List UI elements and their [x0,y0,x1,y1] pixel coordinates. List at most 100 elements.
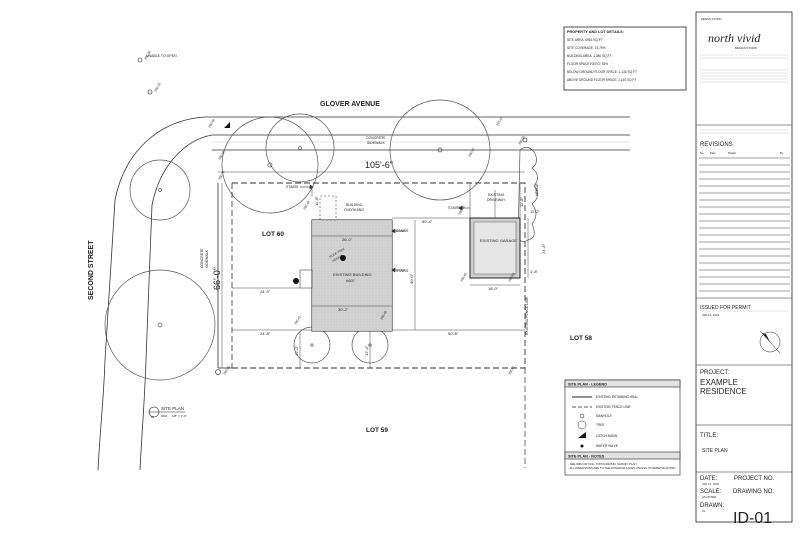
title-block: DESIGN STUDIO north vivid DESIGN STUDIO … [695,11,793,527]
manhole-icon [215,369,221,375]
notes-title: SITE PLAN - NOTES [568,455,605,459]
overhang-label-2: OVERHANG [344,208,364,212]
sidewalk-left-label-1: CONCRETE [200,248,204,268]
svg-text:291.07: 291.07 [495,116,503,127]
dim-garage-side: 11'-2" [530,209,540,214]
stairs-label-3: STAIRS [396,269,409,273]
tree-left-large [104,269,216,381]
project-name-2: RESIDENCE [700,387,747,396]
dim-garage-side2: 1'-8" [530,269,539,274]
svg-text:PROJECT:: PROJECT: [700,370,729,376]
property-details-box: PROPERTY AND LOT DETAILS: SITE AREA: 696… [563,26,687,91]
tree-top-left [221,116,319,214]
dim-left-setback2: 24'-8" [260,331,271,336]
svg-text:290.66: 290.66 [207,118,215,129]
dim-bld-width: 26'-0" [342,237,353,242]
svg-text:Date: Date [710,151,716,155]
svg-text:290.48: 290.48 [302,200,310,211]
dim-rear: 50'-8" [448,331,459,336]
svg-text:290.42: 290.42 [293,315,301,326]
issued-label: ISSUED FOR PERMIT [700,305,751,311]
svg-text:- SEE IDB FOR FULL TOPOGRAPHIC: - SEE IDB FOR FULL TOPOGRAPHIC SURVEY PL… [568,462,637,466]
svg-text:DRAWN:: DRAWN: [700,503,724,509]
unable-to-open-label: UNABLE TO OPEN [146,54,177,58]
svg-text:BELOW GROUND FLOOR SPACE: 1,13: BELOW GROUND FLOOR SPACE: 1,130 SQ.FT [567,70,637,74]
svg-text:No.: No. [700,151,704,155]
lot-59-label: LOT 59 [366,427,388,434]
stairs-label-1: STAIRS [286,185,299,189]
svg-text:BUILDING AREA: 1,080 SQ.FT: BUILDING AREA: 1,080 SQ.FT [567,54,612,58]
svg-text:290.80: 290.80 [457,205,465,216]
svg-text:MANHOLE: MANHOLE [596,414,612,418]
stairs-arrows [300,184,470,273]
street-second: SECOND STREET [88,240,95,300]
svg-text:290.32: 290.32 [153,82,161,93]
revision-rows [699,157,790,292]
dim-left-setback: 24'-9" [260,289,271,294]
svg-text:PROJECT NO.: PROJECT NO. [734,476,775,482]
existing-garage [469,217,521,279]
north-arrow-icon [759,330,781,354]
sidewalk-left-label-2: SIDEWALK [205,249,209,268]
dim-garage-top: 11'-8" [519,197,524,207]
svg-text:1/8" = 1'-0": 1/8" = 1'-0" [172,414,187,418]
dim-garage-w: 18'-0" [488,286,499,291]
svg-text:DESIGN STUDIO: DESIGN STUDIO [701,17,721,21]
svg-text:EXISTING FENCE LINE: EXISTING FENCE LINE [596,405,631,409]
existing-fence-label: EXISTING FENCE LINE [525,296,529,335]
project-name-1: EXAMPLE [700,378,738,387]
svg-text:290.87: 290.87 [467,147,475,158]
svg-text:CATCH BASIN: CATCH BASIN [596,434,618,438]
svg-text:TREE: TREE [596,423,605,427]
tree-top-right [389,99,491,201]
hedge-label: HEDGE [535,183,539,196]
legend-catch-basin-icon [578,432,586,438]
svg-text:AS NOTED: AS NOTED [702,495,716,499]
svg-text:290.40: 290.40 [459,272,467,283]
svg-text:DESIGN STUDIO: DESIGN STUDIO [735,46,758,50]
roof-peak-marker [293,255,346,284]
studio-logo: north vivid [708,31,761,45]
svg-text:291.56: 291.56 [143,50,151,61]
svg-text:290.48: 290.48 [379,310,387,321]
catch-basin-icon [224,122,230,128]
svg-text:JAN 13, 2023: JAN 13, 2023 [702,482,719,486]
dim-top-setback: 11'-8" [314,196,319,206]
existing-garage-label: EXISTING GARAGE [480,238,517,243]
svg-text:SITE AREA: 6963 SQ.FT: SITE AREA: 6963 SQ.FT [567,38,603,42]
street-glover: GLOVER AVENUE [320,101,380,108]
legend-panel: SITE PLAN - LEGEND EXISTING RETAINING WA… [564,379,681,476]
dim-bld-depth: 40'-0" [409,273,414,284]
svg-text:290.81: 290.81 [507,365,515,376]
sheet-title: SITE PLAN [702,448,728,454]
svg-text:By: By [780,151,784,155]
existing-driveway-label-2: DRIVEWAY [487,198,506,202]
svg-text:SCALE:: SCALE: [700,489,722,495]
svg-text:SITE COVERAGE: 15.79%: SITE COVERAGE: 15.79% [567,46,606,50]
stairs-label-4: STAIRS [448,206,461,210]
elevation-labels: 291.56 290.32 290.66 291.07 290.58 290.8… [143,50,525,376]
tree-bottom-small [293,326,331,364]
roof-peak-label-2: HEIGHT [332,254,344,263]
building-overhang [319,195,337,221]
dim-bottom-a: 12'-0" [294,345,299,356]
svg-text:DRAWING NO.: DRAWING NO. [733,489,774,495]
existing-building [299,195,393,332]
dim-frontage: 105'-6" [365,160,393,170]
svg-text:290.76: 290.76 [217,170,225,181]
existing-building-number: #607 [346,278,356,283]
legend-tree-icon [577,420,587,430]
svg-text:Details: Details [728,151,737,155]
sidewalk-top-label-1: CONCRETE [366,136,386,140]
lot-60-label: LOT 60 [262,231,284,238]
dim-garage-depth: 21'-8" [541,243,546,254]
revisions-label: REVISIONS [700,142,733,148]
svg-text:SITE PLAN: SITE PLAN [161,406,184,411]
drawing-number: ID-01 [733,510,772,527]
svg-text:EXISTING RETAINING WALL: EXISTING RETAINING WALL [596,395,639,399]
svg-text:TITLE:: TITLE: [700,433,718,439]
tree-top-mid [265,113,335,183]
svg-text:290.96: 290.96 [222,365,230,376]
svg-text:01: 01 [151,415,155,419]
svg-text:290.83: 290.83 [507,272,515,283]
